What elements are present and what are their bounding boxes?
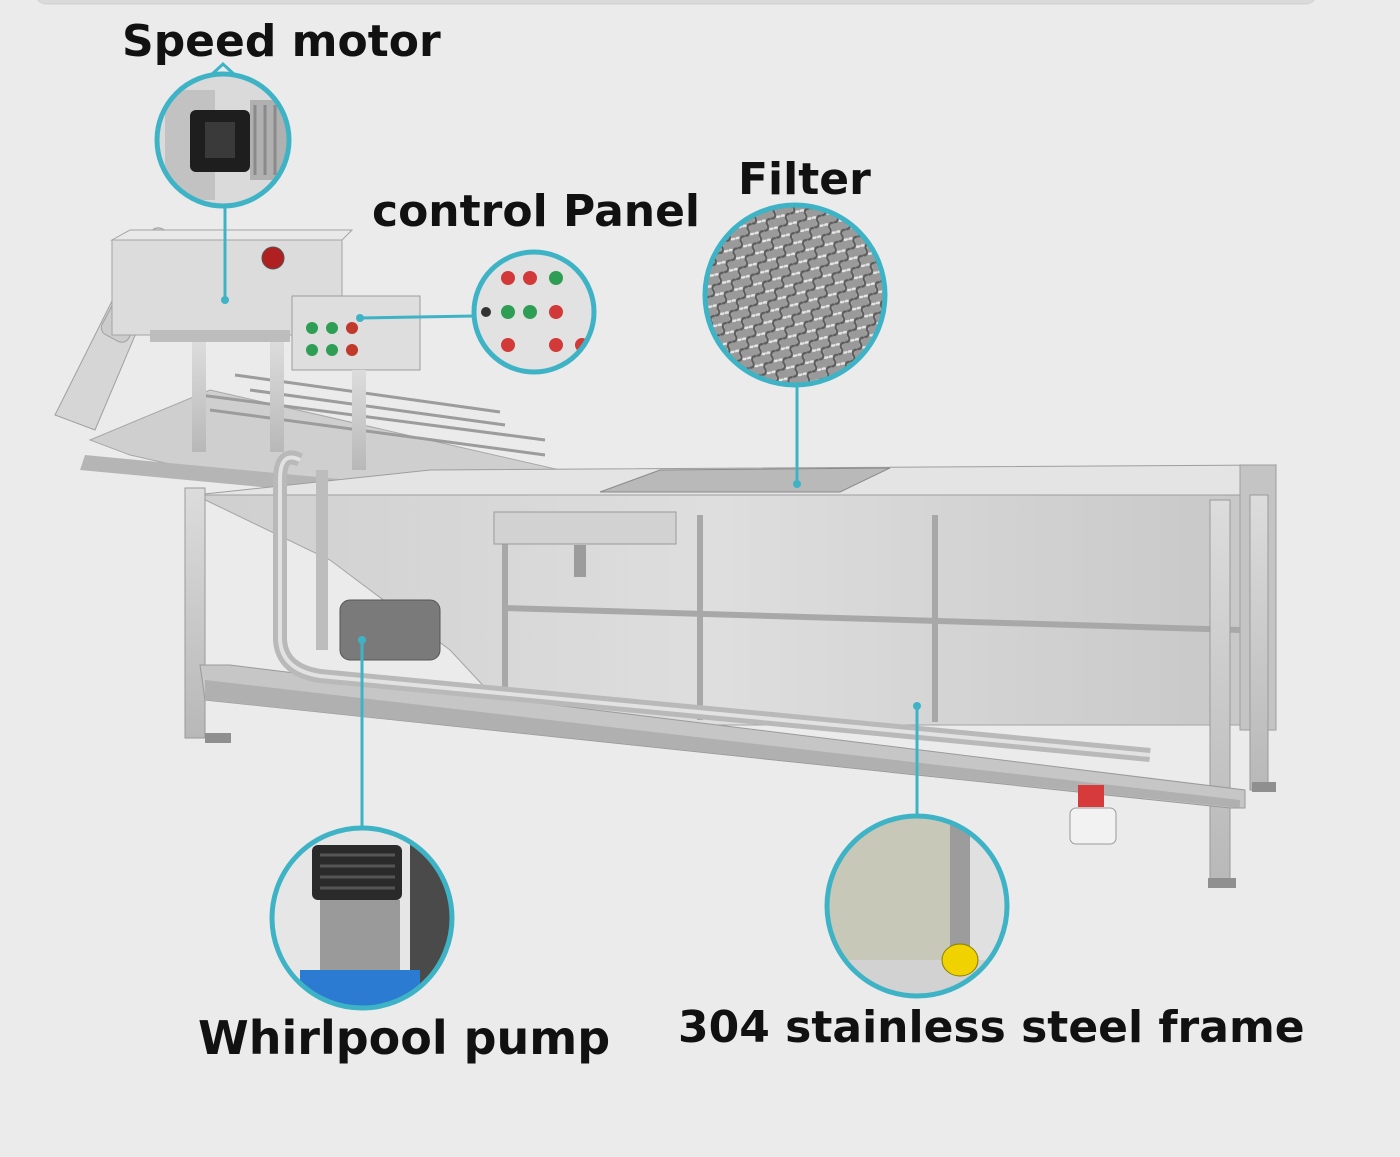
speed-motor-closeup-icon (154, 71, 292, 209)
whirlpool-pump-label: Whirlpool pump (198, 1011, 611, 1065)
control-panel-closeup-icon (471, 249, 597, 375)
steel-frame-label: 304 stainless steel frame (678, 1002, 1305, 1053)
machine (54, 227, 1278, 888)
steel-frame-closeup-icon (824, 813, 1010, 999)
control-panel-label: control Panel (372, 186, 701, 237)
whirlpool-pump-closeup-icon (269, 825, 455, 1011)
filter-mesh-closeup-icon (702, 202, 888, 388)
filter-label: Filter (738, 154, 871, 205)
speed-motor-label: Speed motor (122, 16, 441, 67)
top-border (37, 0, 1315, 5)
